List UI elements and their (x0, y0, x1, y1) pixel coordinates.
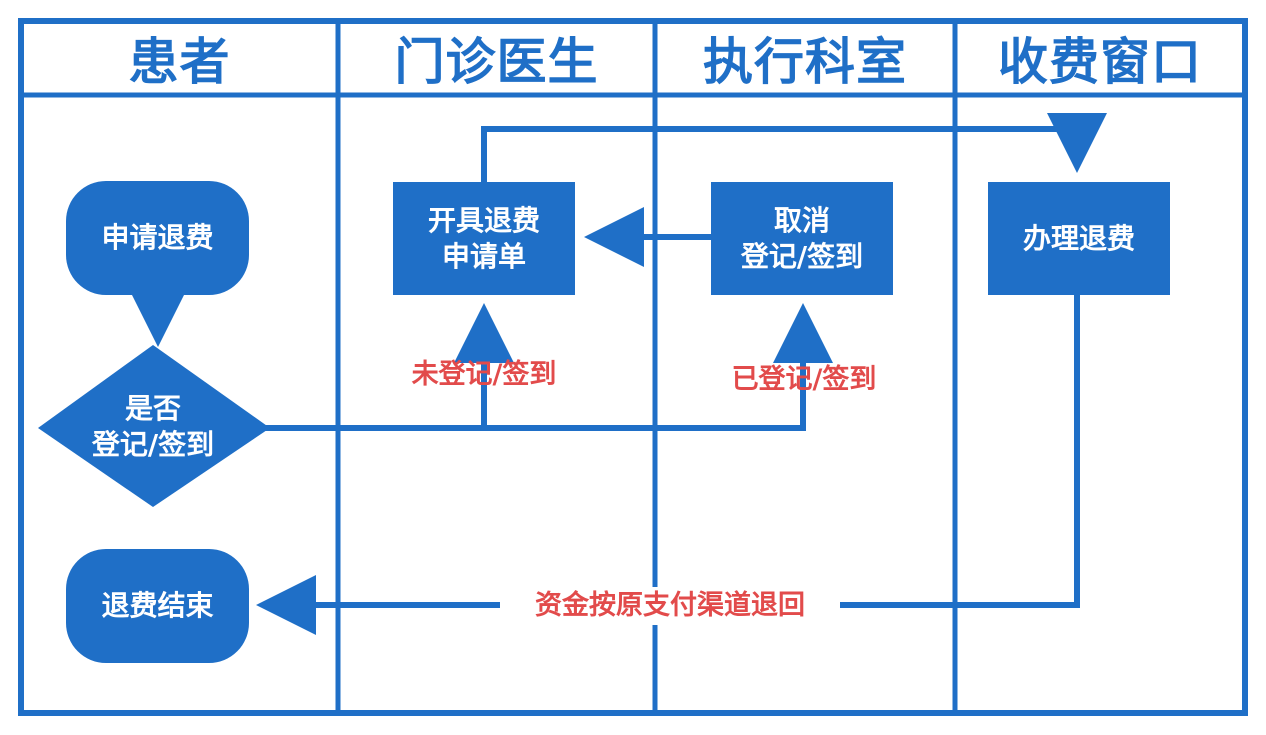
edge-form-to-cashier (481, 113, 1107, 182)
node-label-refund-end: 退费结束 (101, 589, 214, 622)
node-label-cancel-registration: 取消 登记/签到 (740, 203, 864, 273)
node-cancel-registration (711, 182, 893, 295)
node-label-issue-refund-form: 开具退费 申请单 (427, 203, 540, 273)
node-decision-registered (38, 345, 270, 507)
node-process-refund (988, 182, 1170, 295)
edge-label-funds-returned: 资金按原支付渠道退回 (500, 587, 840, 625)
edge-decision-branch (265, 303, 833, 431)
diagram-frame (18, 18, 1248, 716)
edge-label-not-registered: 未登记/签到 (411, 359, 557, 390)
node-apply-refund (66, 181, 249, 295)
lane-title-cashier: 收费窗口 (998, 33, 1202, 91)
edge-label-registered: 已登记/签到 (731, 364, 877, 395)
node-label-decision-registered: 是否 登记/签到 (91, 392, 215, 461)
node-label-process-refund: 办理退费 (1022, 221, 1135, 255)
node-label-apply-refund: 申请退费 (101, 221, 214, 254)
node-issue-refund-form (393, 182, 575, 295)
lane-title-patient: 患者 (128, 33, 231, 91)
lane-title-doctor: 门诊医生 (394, 33, 599, 91)
node-refund-end (66, 549, 249, 663)
lane-title-exec: 执行科室 (703, 33, 907, 91)
